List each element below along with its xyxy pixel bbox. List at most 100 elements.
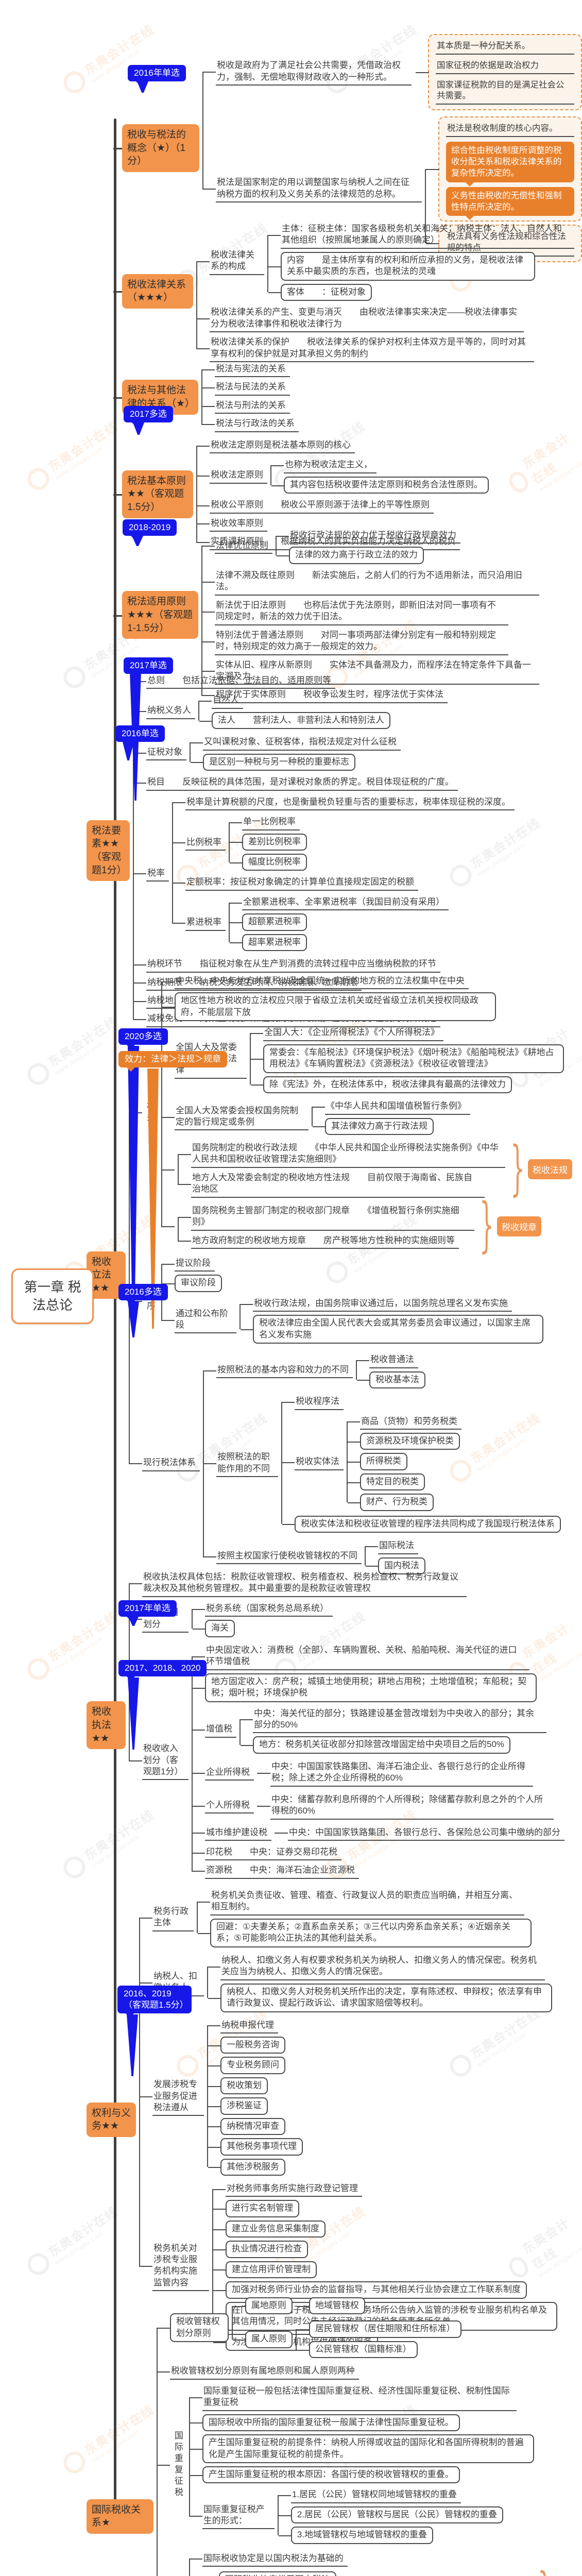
exam-tag-callout[interactable]: 2017单选 [124, 657, 173, 679]
subtopic[interactable]: 税收效率原则 [196, 517, 267, 532]
subtopic-boxed[interactable]: 专业税务顾问 [208, 2057, 285, 2074]
highlight-callout[interactable]: 综合性由税收制度所调整的税收分配关系和税收法律关系的复杂性所决定的。 [446, 141, 574, 187]
subtopic[interactable]: 地方政府制定的税收地方规章 房产税等地方性税种的实施细则等 [178, 1234, 459, 1249]
exam-tag-callout[interactable]: 2016年单选 [128, 65, 186, 86]
subtopic[interactable]: 新法优于旧法原则 也称后法优于先法原则，即新旧法对同一事项有不同规定时，新法的效… [201, 599, 508, 625]
subtopic-boxed[interactable]: 产生国际重复征税的前提条件：纳税人所得或收益的国际化和各国所得税制的普遍化是产生… [190, 2434, 534, 2463]
subtopic[interactable]: 单一比例税率 [229, 815, 300, 831]
subtopic-boxed[interactable]: 进行实名制管理 [213, 2200, 299, 2217]
subtopic[interactable]: 税收法律关系的产生、变更与消灭 由税收法律事实来决定——税收法律事实分为税收法律… [196, 306, 524, 333]
subtopic-boxed[interactable]: 税收策划 [208, 2077, 268, 2095]
subtopic-boxed[interactable]: 国际税收协定优于国内税法 [218, 2571, 336, 2576]
subtopic-boxed[interactable]: 建立业务信息采集制度 [213, 2220, 326, 2238]
subtopic[interactable]: 按照主权国家行使税收管辖权的不同 [203, 1549, 362, 1565]
root-topic[interactable]: 第一章 税法总论 [11, 1268, 94, 1325]
subtopic[interactable]: 税法与宪法的关系 [201, 362, 290, 378]
subtopic[interactable]: 税收行政法规的效力优于税收行政规章效力 [276, 529, 460, 544]
main-topic[interactable]: 国际税收关系★ [87, 2499, 153, 2534]
subtopic[interactable]: 也称为税收法定主义， [270, 458, 376, 473]
subtopic-boxed[interactable]: 地方：税务机关征收部分扣除营改增固定给中央项目之后的50% [240, 1736, 511, 1754]
subtopic-boxed[interactable]: 3.地域管辖权与地域管辖权的重叠 [278, 2527, 433, 2544]
subtopic[interactable]: 税收执法权具体包括：税款征收管理权、税务稽查权、税务检查权、税务行政复议裁决权及… [129, 1570, 467, 1597]
subtopic[interactable]: 个人所得税 [192, 1799, 254, 1814]
subtopic-boxed[interactable]: 税收基本法 [357, 1371, 425, 1389]
subtopic[interactable]: 税法与民法的关系 [201, 380, 290, 396]
subtopic-boxed[interactable]: 建立信用评价管理制 [213, 2261, 317, 2279]
subtopic[interactable]: 税收普通法 [356, 1353, 418, 1368]
subtopic[interactable]: 中央：储蓄存款利息所得的个人所得税；除储蓄存款利息之外的个人所得税的60% [257, 1793, 554, 1820]
subtopic-boxed[interactable]: 国内税法 [366, 1557, 425, 1574]
subtopic[interactable]: 国际税收协定是以国内税法为基础的 [189, 2552, 348, 2567]
subtopic[interactable]: 印花税 中央：证券交易印花税 [192, 1845, 341, 1861]
subtopic-boxed[interactable]: 其内容包括税收要件法定原则和税务合法性原则。 [271, 476, 489, 494]
subtopic[interactable]: 税法是国家制定的用以调整国家与纳税人之间在征纳税方面的权利及义务关系的法律规范的… [202, 176, 422, 203]
subtopic[interactable]: 国际重复征税一般包括法律性国际重复征税、经济性国际重复征税、税制性国际重复征税 [189, 2384, 517, 2411]
subtopic[interactable]: 中央：中国国家铁路集团、海洋石油企业、各银行总行的企业所得税；除上述之外企业所得… [257, 1760, 533, 1787]
highlight-callout[interactable]: 义务性由税收的无偿性和强制性特点所决定的。 [446, 187, 574, 220]
subtopic[interactable]: 税法与行政法的关系 [201, 417, 299, 432]
subtopic[interactable]: 资源税 中央：海洋石油企业资源税 [192, 1863, 359, 1879]
subtopic[interactable]: 城市维护建设税 [192, 1826, 271, 1841]
subtopic[interactable]: 按照税法的职能作用的不同 [203, 1450, 278, 1478]
subtopic-boxed[interactable]: 超额累进税率 [230, 913, 307, 931]
main-topic[interactable]: 权利与义务★★ [87, 2102, 136, 2138]
subtopic[interactable]: 税收公平原则 税收公平原则源于法律上的平等性原则 [196, 498, 434, 514]
subtopic-boxed[interactable]: 公民管辖权（国籍标准） [296, 2341, 418, 2359]
subtopic[interactable]: 税收管辖权划分原则有属地原则和属人原则两种 [156, 2364, 359, 2380]
exam-tag-callout[interactable]: 2016单选 [115, 725, 165, 747]
subtopic[interactable]: 累进税率 [172, 916, 226, 931]
subtopic[interactable]: 地方人大及常委会制定的税收地方性法规 目前仅限于海南省、民族自治地区 [178, 1171, 485, 1198]
subtopic[interactable]: 《中华人民共和国增值税暂行条例》 [312, 1099, 470, 1115]
subtopic-boxed[interactable]: 税收法律应由全国人民代表大会或其常务委员会审议通过，以国家主席名义发布实施 [241, 1315, 543, 1344]
subtopic[interactable]: 国际重复征税产生的形式： [189, 2503, 275, 2530]
subtopic[interactable]: 中央税、中央与地方共享税以及全国统一实行的地方税的立法权集中在中央 [161, 974, 469, 990]
subtopic-boxed[interactable]: 涉税鉴证 [208, 2097, 268, 2115]
subtopic-boxed[interactable]: 2.居民（公民）管辖权与居民（公民）管辖权的重叠 [278, 2506, 503, 2524]
subtopic[interactable]: 国务院制定的税收行政法规 《中华人民共和国企业所得税法实施条例》《中华人民共和国… [178, 1141, 505, 1168]
subtopic[interactable]: 通过和公布阶段 [161, 1307, 236, 1334]
group-side-label[interactable]: 税收法规 [528, 1159, 572, 1180]
group-side-label[interactable]: 税收规章 [497, 1216, 541, 1236]
subtopic-boxed[interactable]: 居民管辖权（居住期限和住所标准） [296, 2320, 461, 2338]
subtopic-boxed[interactable]: 一般税务咨询 [208, 2036, 285, 2054]
subtopic-boxed[interactable]: 是区别一种税与另一种税的重要标志 [191, 753, 355, 771]
subtopic[interactable]: 纳税人、扣缴义务人有权要求税务机关为纳税人、扣缴义务人的情况保密。税务机关应当为… [207, 1954, 545, 1980]
subtopic-boxed[interactable]: 地域管辖权 [296, 2297, 365, 2315]
subtopic[interactable]: 全额累进税率、全率累进税率（我国目前没有采用） [229, 895, 449, 911]
main-topic[interactable]: 税法与其他法律的关系（★） [122, 380, 198, 415]
subtopic[interactable]: 税收法定原则是税法基本原则的核心 [196, 438, 355, 454]
subtopic-boxed[interactable]: 超率累进税率 [230, 934, 307, 952]
exam-tag-callout[interactable]: 2016多选 [118, 1284, 168, 1305]
subtopic-boxed[interactable]: 客体 ：征税对象 [268, 283, 372, 301]
subtopic[interactable]: 税务机关负责征收、管理、稽查、行政复议人员的职责应当明确，并相互分离、相互制约。 [197, 1889, 524, 1916]
subtopic-boxed[interactable]: 纳税情况审查 [208, 2117, 285, 2136]
subtopic[interactable]: 商品（货物）和劳务税类 [347, 1415, 461, 1430]
main-topic[interactable]: 税法适用原则★★★（客观题1-1.5分） [122, 591, 198, 639]
subtopic[interactable]: 1.居民（公民）管辖权同地域管辖权的重叠 [277, 2488, 461, 2503]
subtopic-boxed[interactable]: 纳税人、扣缴义务人对税务机关所作出的决定，享有陈述权、申辩权；依法享有申请行政复… [208, 1983, 552, 2012]
subtopic[interactable]: 纳税环节 指征税对象在从生产到消费的流转过程中应当缴纳税款的环节 [133, 957, 440, 973]
dashed-group[interactable]: 税法是税收制度的核心内容。综合性由税收制度所调整的税收分配关系和税收法律关系的复… [426, 116, 582, 222]
subtopic[interactable]: 中央：中国国家铁路集团、各银行总行、各保险总公司集中缴纳的部分 [275, 1826, 564, 1841]
group-row[interactable]: 税法是税收制度的核心内容。 [446, 122, 574, 137]
subtopic-boxed[interactable]: 加强对税务师行业协会的监督指导，与其他相关行业协会建立工作联系制度 [213, 2281, 527, 2299]
subtopic-boxed[interactable]: 属人原则 [232, 2331, 293, 2348]
subtopic[interactable]: 法律优位原则 [201, 539, 272, 554]
subtopic[interactable]: 税法与刑法的关系 [201, 399, 290, 414]
subtopic[interactable]: 法律不溯及既往原则 新法实施后，之前人们的行为不适用新法，而只沿用旧法。 [201, 569, 539, 596]
subtopic[interactable]: 税收法律关系的保护 税收法律关系的保护对权利主体双方是平等的，同时对其享有权利的… [196, 335, 534, 362]
exam-tag-callout[interactable]: 2017多选 [124, 406, 173, 427]
subtopic-vertical[interactable]: 国际重复征税 [156, 2429, 186, 2501]
subtopic-boxed[interactable]: 海关 [193, 1620, 235, 1637]
subtopic[interactable]: 纳税申报代理 [207, 2019, 278, 2033]
subtopic[interactable]: 定额税率：按征税对象确定的计算单位直接规定固定的税额 [172, 875, 418, 891]
subtopic-boxed[interactable]: 回避：①夫妻关系；②直系血亲关系；③三代以内旁系血亲关系；④近姻亲关系；⑤可能影… [198, 1918, 532, 1947]
subtopic[interactable]: 税率 [133, 867, 169, 882]
subtopic-boxed[interactable]: 国际税收中所指的国际重复征税一般属于法律性国际重复征税。 [190, 2414, 460, 2432]
subtopic[interactable]: 国务院税务主管部门制定的税收部门规章 《增值税暂行条例实施细则》 [178, 1204, 474, 1231]
subtopic[interactable]: 企业所得税 [192, 1766, 254, 1781]
subtopic-boxed[interactable]: 常委会：《车船税法》《环境保护税法》《烟叶税法》《船舶吨税法》《耕地占用税法》《… [251, 1044, 564, 1073]
subtopic-boxed[interactable]: 特定目的税类 [348, 1473, 425, 1491]
subtopic[interactable]: 税收实体法 [281, 1455, 344, 1470]
subtopic[interactable]: 增值税 [192, 1722, 236, 1738]
